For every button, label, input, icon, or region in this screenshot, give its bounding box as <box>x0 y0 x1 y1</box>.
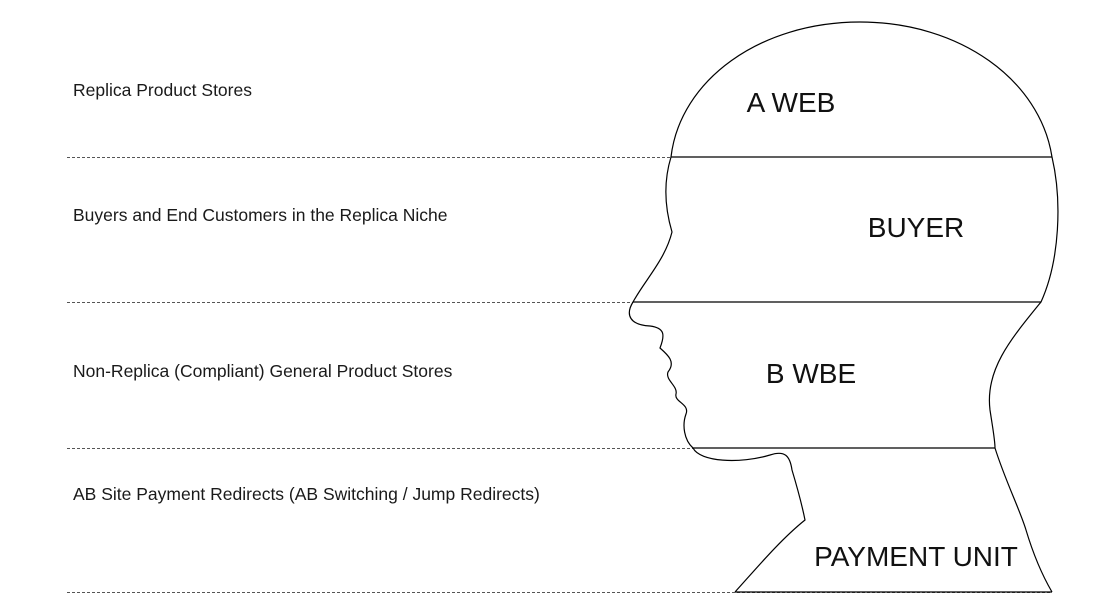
head-dome <box>670 21 1053 158</box>
layer-description-3: Non-Replica (Compliant) General Product … <box>73 361 453 381</box>
head-back <box>988 156 1059 593</box>
layer-description-1: Replica Product Stores <box>73 80 252 100</box>
face-profile <box>628 156 806 593</box>
layer-description-4: AB Site Payment Redirects (AB Switching … <box>73 484 540 504</box>
layer-description-2: Buyers and End Customers in the Replica … <box>73 205 448 225</box>
head-label-b-wbe: B WBE <box>765 358 857 389</box>
head-label-buyer: BUYER <box>867 212 965 243</box>
head-label-payment-unit: PAYMENT UNIT <box>814 541 1018 572</box>
head-label-a-web: A WEB <box>746 87 836 118</box>
